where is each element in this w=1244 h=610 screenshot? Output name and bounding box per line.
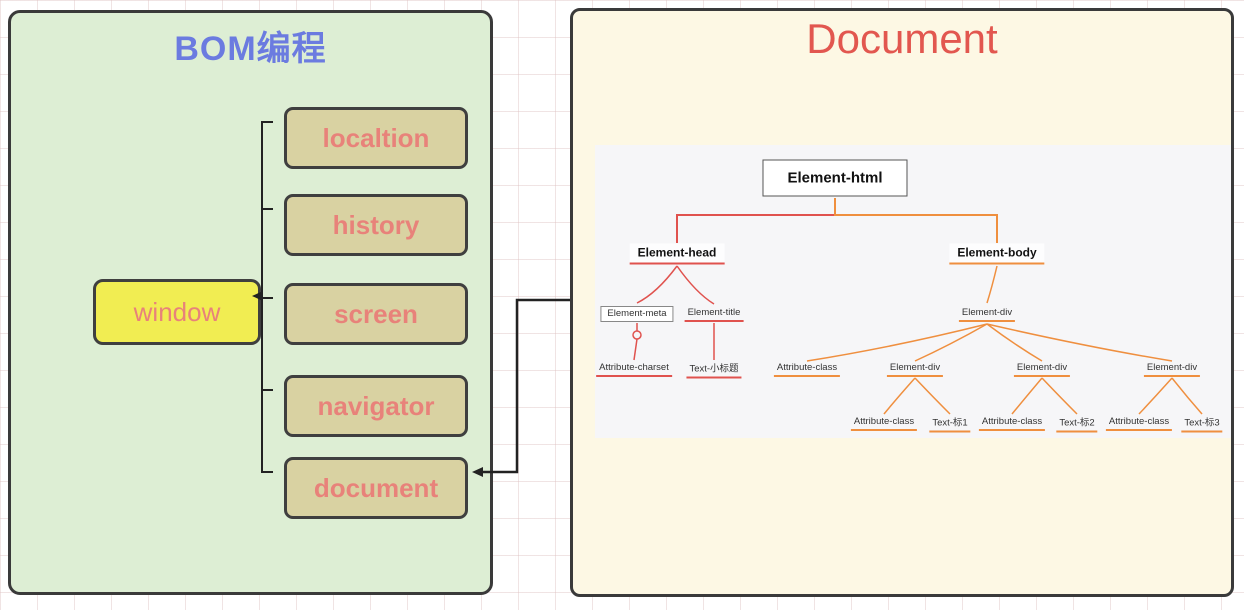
node-window: window: [93, 279, 261, 345]
dom-tree-connectors: [632, 198, 1203, 415]
node-screen-label: screen: [334, 298, 418, 329]
tree-node-element-body: Element-body: [949, 243, 1045, 265]
tree-node-element-meta: Element-meta: [600, 306, 674, 322]
node-window-label: window: [133, 296, 221, 327]
tree-node-attribute-class-2: Attribute-class: [978, 415, 1046, 431]
node-location: localtion: [284, 107, 468, 169]
tree-node-element-div-root: Element-div: [958, 306, 1016, 322]
node-screen: screen: [284, 283, 468, 345]
tree-node-attribute-charset: Attribute-charset: [596, 361, 672, 377]
tree-node-element-title: Element-title: [684, 306, 744, 322]
bom-panel: BOM编程 window localtion history screen na…: [8, 10, 493, 595]
tree-node-attribute-class: Attribute-class: [773, 361, 841, 377]
tree-node-text-title: Text-小标题: [686, 360, 742, 379]
node-document-label: document: [313, 472, 439, 503]
document-panel: Document: [570, 8, 1234, 597]
node-navigator: navigator: [284, 375, 468, 437]
tree-node-element-div-3: Element-div: [1143, 361, 1201, 377]
tree-node-element-div-1: Element-div: [886, 361, 944, 377]
tree-node-element-head: Element-head: [629, 243, 725, 265]
node-history-label: history: [332, 209, 420, 240]
tree-node-element-html: Element-html: [762, 159, 908, 197]
node-navigator-label: navigator: [317, 390, 435, 421]
dom-tree-diagram: Element-html Element-head Element-body E…: [595, 145, 1231, 438]
tree-node-attribute-class-3: Attribute-class: [1105, 415, 1173, 431]
tree-node-attribute-class-1: Attribute-class: [850, 415, 918, 431]
node-location-label: localtion: [322, 122, 430, 153]
tree-node-text-3: Text-标3: [1181, 414, 1223, 433]
tree-node-text-1: Text-标1: [929, 414, 971, 433]
document-panel-title: Document: [806, 15, 998, 62]
tree-node-element-div-2: Element-div: [1013, 361, 1071, 377]
bom-panel-title: BOM编程: [174, 30, 327, 68]
node-document: document: [284, 457, 468, 519]
tree-node-text-2: Text-标2: [1056, 414, 1098, 433]
node-history: history: [284, 194, 468, 256]
